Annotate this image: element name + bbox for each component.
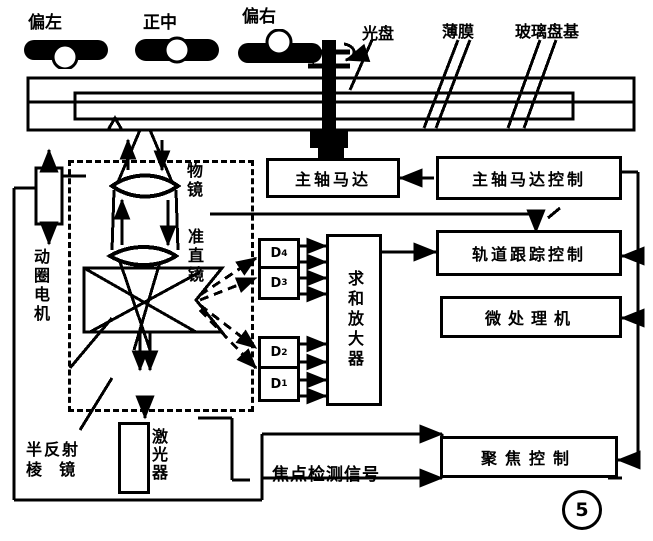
collimator-lens-label-text: 准直镜 [185,228,204,285]
detector-d3-label: D [270,275,282,291]
voice-coil-motor-label-text: 动圈电机 [31,248,50,324]
film-label: 薄膜 [442,22,475,41]
block-track-tracking-control[interactable]: 轨道跟踪控制 [436,230,622,276]
detector-d3-subscript: 3 [281,278,288,288]
spot-indicator-right-icon [238,29,322,63]
block-sum-amplifier-label: 求和放大器 [345,270,364,370]
spot-indicator-right: 偏右 [236,2,326,65]
block-spindle-motor-control-label: 主轴马达控制 [471,170,586,189]
spot-indicator-center: 正中 [133,8,223,69]
detector-d2-label: D [270,345,282,360]
spot-indicator-left-icon [24,40,108,69]
optical-head-enclosure [68,160,254,412]
laser-diode-label-text: 激光器 [149,428,168,482]
block-microprocessor-label: 微处理机 [484,309,577,328]
detector-d1-subscript: 1 [281,379,288,389]
laser-diode-body [118,422,150,494]
disc-label: 光盘 [362,24,395,43]
block-sum-amplifier[interactable]: 求和放大器 [326,234,382,406]
objective-lens-label: 物镜 [184,162,203,200]
block-spindle-motor[interactable]: 主轴马达 [266,158,400,198]
spot-indicator-center-icon [135,36,219,64]
block-focus-control[interactable]: 聚焦控制 [440,436,618,478]
focus-detection-signal-label: 焦点检测信号 [272,465,380,485]
figure-number-text: 5 [575,499,589,521]
detector-d1-label: D [270,376,282,392]
voice-coil-motor-label: 动圈电机 [31,248,50,324]
detector-d2-subscript: 2 [281,347,288,358]
objective-lens-label-text: 物镜 [184,162,203,200]
spot-indicator-center-label: 正中 [143,13,177,33]
block-spindle-motor-label: 主轴马达 [294,170,371,189]
collimator-lens-label: 准直镜 [185,228,204,285]
block-microprocessor[interactable]: 微处理机 [440,296,622,338]
block-focus-control-label: 聚焦控制 [480,449,577,468]
laser-diode-label: 激光器 [149,428,168,482]
detector-d4-label: D [270,246,282,261]
figure-number: 5 [562,490,602,530]
block-track-tracking-control-label: 轨道跟踪控制 [471,245,586,264]
detector-d4-subscript: 4 [281,248,288,259]
substrate-label: 玻璃盘基 [515,22,580,41]
block-spindle-motor-control[interactable]: 主轴马达控制 [436,156,622,200]
spot-indicator-left: 偏左 [22,8,112,69]
spot-indicator-left-label: 偏左 [28,13,62,33]
spot-indicator-right-label: 偏右 [242,7,276,27]
half-mirror-prism-label: 半反射 棱 镜 [26,440,81,479]
